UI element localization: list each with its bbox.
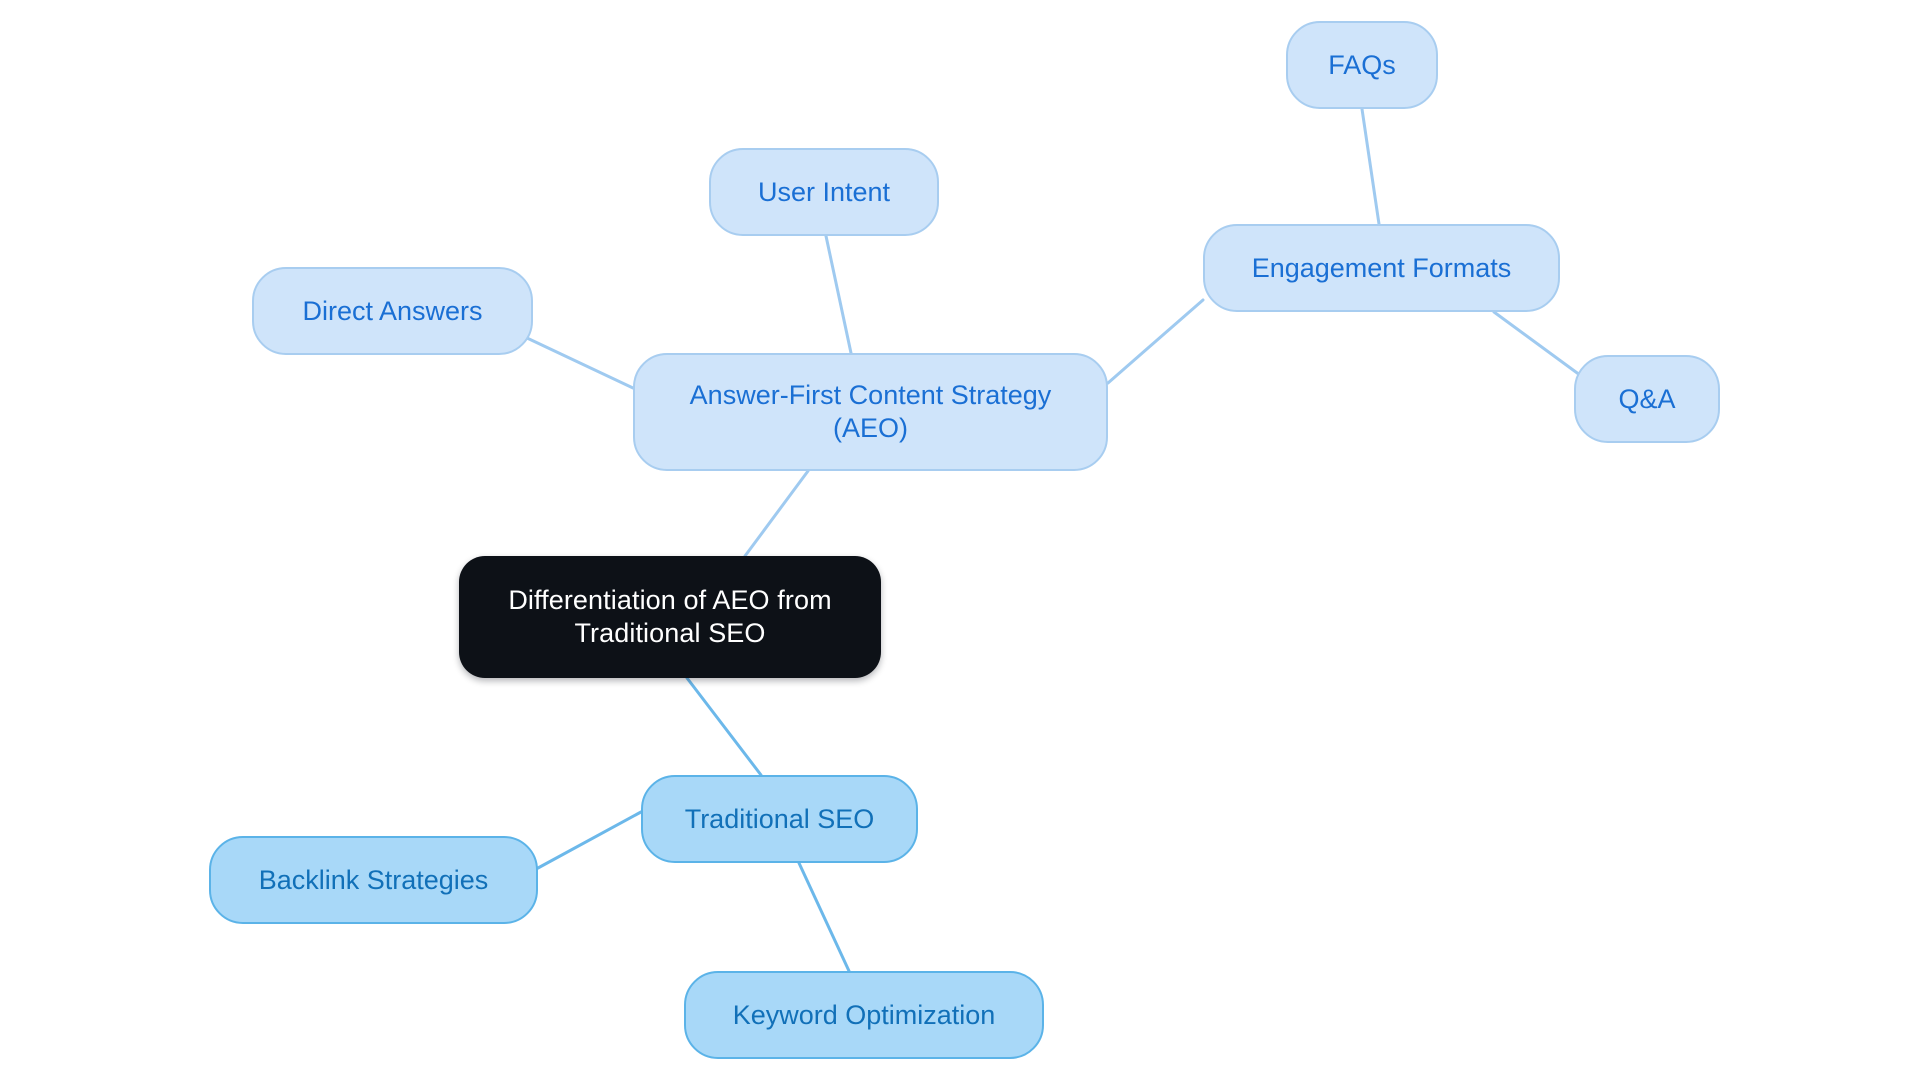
edge-engagement-faqs — [1360, 107, 1381, 226]
mindmap-node-root[interactable]: Differentiation of AEO from Traditional … — [459, 556, 881, 678]
mindmap-node-backlink-strategies[interactable]: Backlink Strategies — [209, 836, 538, 924]
mindmap-node-aeo[interactable]: Answer-First Content Strategy (AEO) — [633, 353, 1108, 471]
mindmap-node-qa[interactable]: Q&A — [1574, 355, 1720, 443]
edge-aeo-engagement-formats — [1106, 298, 1205, 385]
edge-traditional-backlink — [536, 810, 643, 870]
mindmap-node-user-intent[interactable]: User Intent — [709, 148, 939, 236]
mindmap-node-keyword-optimization[interactable]: Keyword Optimization — [684, 971, 1044, 1059]
edge-root-aeo — [743, 469, 810, 558]
mindmap-node-traditional-seo[interactable]: Traditional SEO — [641, 775, 918, 863]
mindmap-node-engagement-formats[interactable]: Engagement Formats — [1203, 224, 1560, 312]
edge-aeo-user-intent — [824, 234, 853, 355]
edge-aeo-direct-answers — [525, 336, 635, 390]
edge-engagement-qa — [1492, 310, 1586, 380]
mindmap-node-faqs[interactable]: FAQs — [1286, 21, 1438, 109]
edge-traditional-keyword — [797, 861, 851, 973]
mindmap-node-direct-answers[interactable]: Direct Answers — [252, 267, 533, 355]
edge-root-traditional-seo — [685, 676, 763, 777]
